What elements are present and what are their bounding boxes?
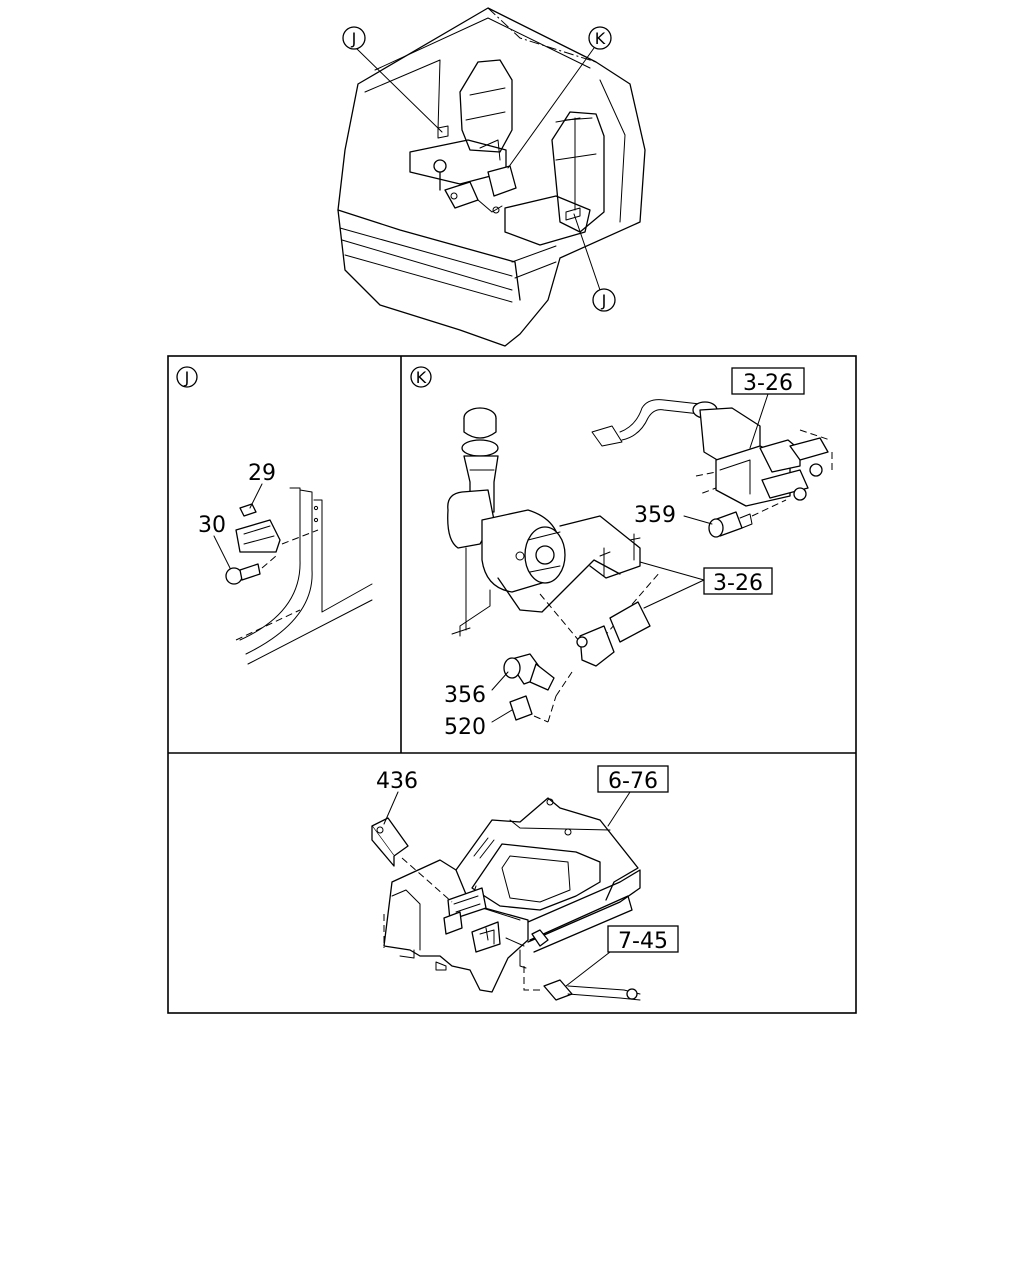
leader-356 [491,671,509,691]
svg-text:J: J [184,368,190,387]
ref-box-7-45: 7-45 [607,925,679,954]
leader-359 [683,515,713,525]
detail-frame [167,355,857,1014]
overview-leaders [355,47,601,291]
ref-box-3-26-mid: 3-26 [703,567,773,596]
svg-text:3-26: 3-26 [743,371,793,396]
svg-text:3-26: 3-26 [713,571,763,596]
callout-j-panel: J [176,366,198,388]
label-359: 359 [634,503,676,528]
leader-676 [607,791,631,827]
console-drawing [371,797,641,1001]
callout-j-right: J [592,288,616,312]
leader-326-mid [643,579,705,609]
svg-text:J: J [601,291,607,310]
leader-520 [491,709,513,723]
leader-29 [249,483,263,509]
svg-text:K: K [416,368,427,387]
leader-436 [383,791,399,825]
label-436: 436 [376,769,418,794]
cab-overview [337,7,646,347]
panel-j-drawing [225,487,373,665]
callout-k-top: K [588,26,612,50]
ref-box-3-26-top: 3-26 [731,367,805,396]
leader-326-mid-b [639,561,705,581]
label-520: 520 [444,715,486,740]
svg-text:K: K [595,29,606,48]
leader-30 [213,535,231,569]
leader-326-top [749,393,769,449]
callout-j-top: J [342,26,366,50]
svg-text:J: J [351,29,357,48]
svg-text:7-45: 7-45 [618,929,668,954]
label-356: 356 [444,683,486,708]
leader-745 [565,951,611,987]
callout-k-panel: K [410,366,432,388]
label-30: 30 [198,513,226,538]
ref-box-6-76: 6-76 [597,765,669,794]
panel-k-drawing [447,399,833,723]
svg-text:6-76: 6-76 [608,769,658,794]
label-29: 29 [248,461,276,486]
